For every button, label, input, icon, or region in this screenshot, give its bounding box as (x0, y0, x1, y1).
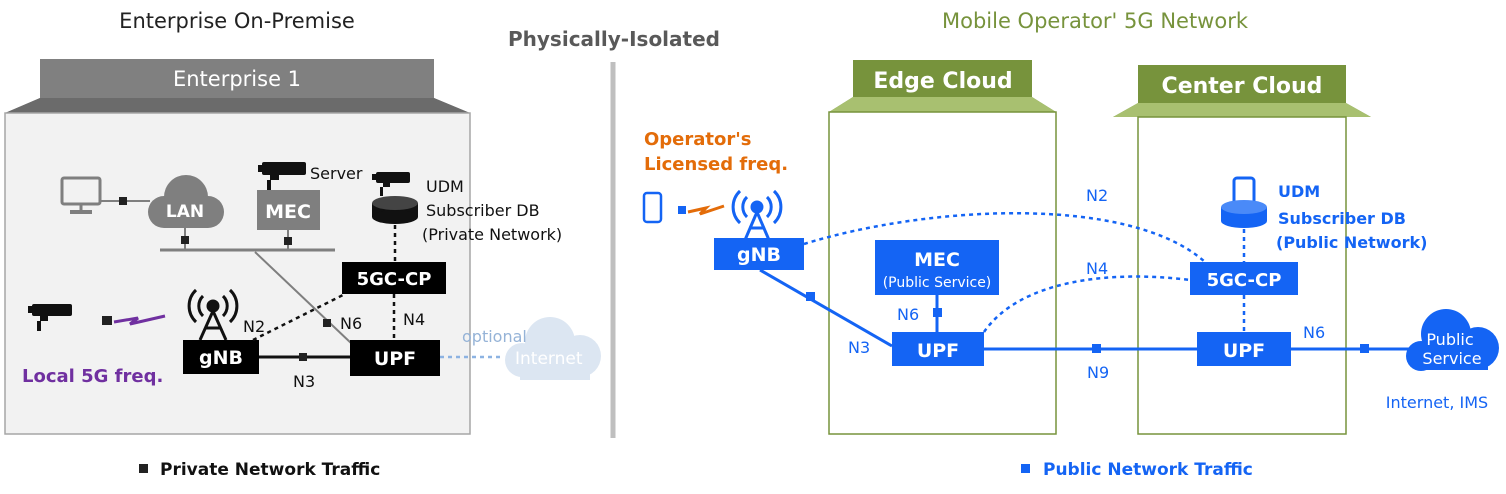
phone-icon (642, 191, 663, 224)
operator-n2-label: N2 (1086, 186, 1108, 205)
enterprise-banner-shade (5, 98, 470, 113)
heading-mobile-operator: Mobile Operator' 5G Network (942, 9, 1249, 33)
heading-physically-isolated: Physically-Isolated (508, 27, 720, 51)
legend-public-marker (1021, 464, 1030, 473)
enterprise-banner-label: Enterprise 1 (173, 67, 301, 91)
operator-mec-box (875, 240, 999, 295)
monitor-icon (60, 176, 102, 214)
operator-gnb-label: gNB (737, 244, 781, 266)
optional-label: optional (462, 327, 527, 346)
enterprise-5gc-cp-label: 5GC-CP (357, 269, 432, 290)
bus-upf-link (254, 251, 353, 345)
operator-antenna-icon (731, 189, 783, 241)
local-5g-freq-wave (113, 314, 166, 326)
enterprise-device-camera-icon (28, 304, 72, 331)
public-traffic-marker (1360, 344, 1369, 353)
operator-n4-label: N4 (1086, 259, 1108, 278)
private-traffic-marker (299, 353, 307, 361)
public-traffic-marker (806, 292, 815, 301)
public-service-label-2: Service (1422, 349, 1481, 368)
enterprise-upf-box (350, 340, 440, 376)
operator-mec-label: MEC (914, 249, 960, 271)
enterprise-n6-label: N6 (340, 314, 362, 333)
lan-cloud-icon (148, 175, 224, 228)
enterprise-n2-label: N2 (243, 317, 265, 336)
enterprise-database-icon (372, 196, 418, 224)
operator-mec-sub-label: (Public Service) (883, 275, 992, 291)
operator-5gc-cp-label: 5GC-CP (1207, 270, 1282, 291)
edge-cloud-banner-shade (829, 97, 1056, 112)
operator-n3-label: N3 (848, 338, 870, 357)
public-traffic-marker (933, 308, 942, 317)
licensed-freq-label-1: Operator's (644, 129, 752, 150)
lan-label: LAN (166, 202, 204, 222)
operator-n6-mec-label: N6 (897, 305, 919, 324)
server-label: Server (310, 164, 363, 183)
public-service-cloud-icon (1406, 309, 1499, 371)
enterprise-gnb-label: gNB (199, 347, 243, 369)
enterprise-subscriber-db-label: Subscriber DB (426, 201, 540, 220)
private-traffic-marker (181, 236, 189, 244)
licensed-freq-wave (687, 204, 725, 216)
enterprise-udm-camera-icon (372, 172, 410, 196)
operator-public-network-label: (Public Network) (1276, 233, 1427, 252)
operator-gnb-box (714, 238, 804, 270)
center-cloud-label: Center Cloud (1162, 74, 1323, 99)
heading-enterprise-on-premise: Enterprise On-Premise (119, 9, 355, 33)
enterprise-mec-box (257, 190, 320, 230)
enterprise-udm-label: UDM (426, 177, 464, 196)
private-traffic-marker (102, 316, 112, 325)
enterprise-upf-label: UPF (374, 348, 416, 370)
public-service-label-1: Public (1426, 330, 1473, 349)
operator-upf-center-label: UPF (1223, 340, 1265, 362)
operator-n9-label: N9 (1087, 363, 1109, 382)
private-traffic-marker (323, 319, 331, 327)
local-5g-freq-label: Local 5G freq. (22, 366, 163, 387)
operator-n2-link (803, 211, 1206, 263)
enterprise-antenna-icon (187, 288, 239, 341)
internet-ims-label: Internet, IMS (1386, 393, 1488, 412)
legend-private-marker (139, 464, 148, 473)
enterprise-private-network-label: (Private Network) (422, 225, 562, 244)
enterprise-n3-label: N3 (293, 372, 315, 391)
legend-public-label: Public Network Traffic (1043, 460, 1253, 480)
enterprise-n4-label: N4 (403, 310, 425, 329)
operator-upf-center-box (1197, 332, 1291, 366)
operator-upf-edge-box (892, 332, 984, 366)
optional-internet-cloud-icon (505, 317, 601, 380)
private-traffic-marker (119, 197, 127, 205)
optional-internet-label: Internet (515, 349, 583, 369)
licensed-freq-label-2: Licensed freq. (644, 154, 788, 175)
operator-udm-label: UDM (1278, 182, 1320, 201)
operator-n6-center-label: N6 (1303, 323, 1325, 342)
cctv-camera-icon (258, 162, 306, 192)
operator-n3-link (759, 268, 893, 348)
enterprise-gnb-box (183, 340, 259, 374)
enterprise-5gc-cp-box (342, 262, 446, 294)
operator-upf-edge-label: UPF (917, 340, 959, 362)
public-traffic-marker (1092, 344, 1101, 353)
center-cloud-banner-shade (1113, 103, 1371, 117)
public-traffic-marker (678, 206, 686, 214)
operator-5gc-cp-box (1190, 262, 1298, 295)
enterprise-mec-label: MEC (265, 201, 311, 223)
enterprise-n2-link (252, 292, 346, 342)
edge-cloud-label: Edge Cloud (873, 69, 1012, 94)
operator-subscriber-db-label: Subscriber DB (1278, 209, 1406, 228)
private-traffic-marker (284, 237, 292, 245)
operator-database-icon (1221, 200, 1267, 228)
legend-private-label: Private Network Traffic (160, 460, 380, 480)
